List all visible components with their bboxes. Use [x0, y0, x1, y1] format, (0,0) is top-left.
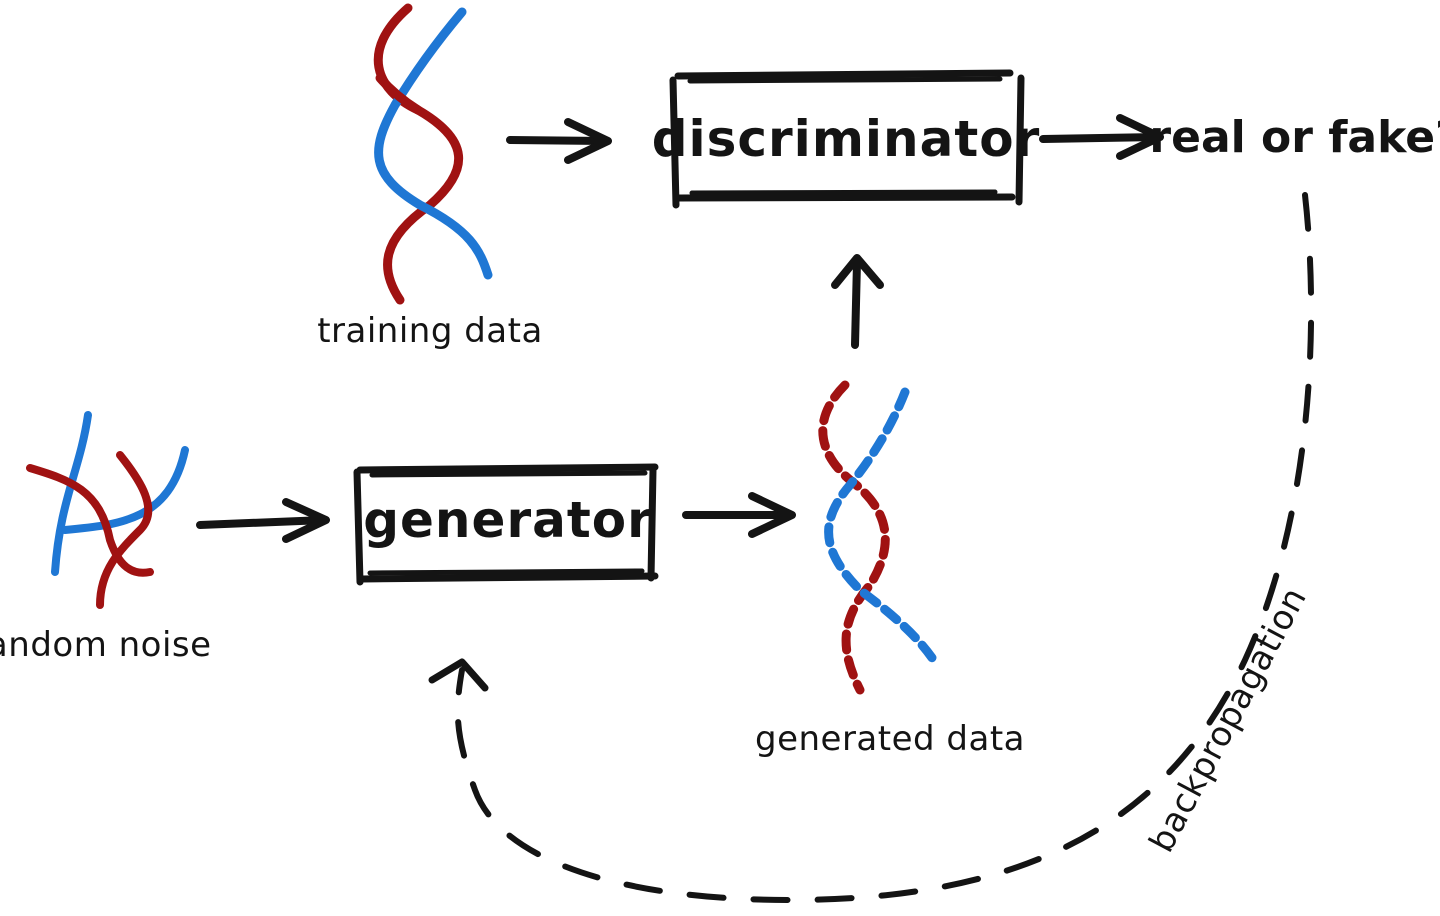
- backpropagation-arrow: [428, 192, 1315, 903]
- arrow-generator-to-generated: [682, 492, 796, 538]
- generated-blue-strand: [824, 387, 940, 667]
- random-noise-icon: [26, 411, 189, 609]
- arrow-noise-to-generator: [196, 498, 330, 543]
- training-data-caption: training data: [317, 311, 543, 351]
- real-or-fake-label: real or fake?: [1149, 112, 1440, 163]
- generator-box[interactable]: generator: [353, 463, 659, 586]
- generator-label: generator: [363, 491, 653, 549]
- generated-data-caption: generated data: [755, 719, 1025, 759]
- discriminator-label: discriminator: [652, 110, 1041, 168]
- helix-red-strand: [373, 3, 463, 305]
- arrow-generated-to-discriminator: [831, 254, 884, 349]
- random-noise-caption: random noise: [0, 625, 212, 665]
- generated-data-helix-icon: [818, 380, 940, 695]
- helix-red-overlap: [375, 73, 423, 115]
- arrow-discriminator-to-output: [1039, 114, 1164, 160]
- backpropagation-caption: backpropagation: [1142, 581, 1315, 859]
- noise-red-strand-2: [96, 451, 153, 609]
- generated-red-strand: [818, 380, 890, 695]
- noise-red-strand-1: [26, 464, 154, 577]
- helix-blue-strand: [374, 7, 493, 280]
- discriminator-box[interactable]: discriminator: [652, 69, 1041, 209]
- training-data-helix-icon: [373, 3, 493, 305]
- noise-blue-strand-2: [61, 446, 189, 534]
- arrow-training-to-discriminator: [506, 118, 612, 164]
